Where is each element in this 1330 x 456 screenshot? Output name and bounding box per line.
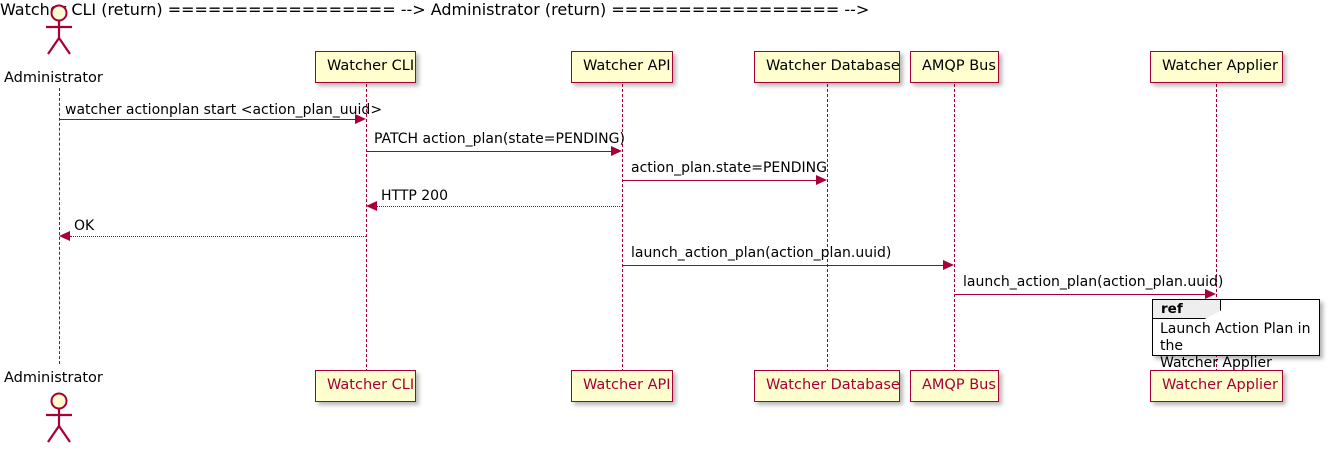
ref-fragment-box: ref Launch Action Plan in the Watcher Ap… <box>1152 299 1320 371</box>
message-line-7 <box>954 294 1205 295</box>
message-line-2 <box>366 151 611 152</box>
message-label-patch-action-plan: PATCH action_plan(state=PENDING) <box>374 131 625 147</box>
lifeline-watcher-database <box>827 84 828 372</box>
message-arrowhead-4 <box>366 201 377 211</box>
lifeline-watcher-applier <box>1216 84 1217 372</box>
lifeline-watcher-cli <box>366 84 367 372</box>
lifeline-amqp-bus <box>954 84 955 372</box>
participant-watcher-api-top[interactable]: Watcher API <box>571 51 673 83</box>
message-label-launch-action-plan-bus: launch_action_plan(action_plan.uuid) <box>963 274 1224 290</box>
message-label-launch-action-plan-api: launch_action_plan(action_plan.uuid) <box>631 245 892 261</box>
actor-stick-figure-icon <box>46 392 72 443</box>
participant-watcher-api-bottom[interactable]: Watcher API <box>571 370 673 402</box>
participant-watcher-database-top[interactable]: Watcher Database <box>754 51 900 83</box>
lifeline-watcher-api <box>622 84 623 372</box>
message-line-1 <box>59 119 355 120</box>
message-line-4 <box>377 206 622 207</box>
message-line-5 <box>70 236 366 237</box>
actor-administrator-bottom <box>36 392 82 444</box>
message-arrowhead-7 <box>1205 289 1216 299</box>
message-label-action-plan-state-pending: action_plan.state=PENDING <box>631 160 827 176</box>
message-label-watcher-actionplan-start: watcher actionplan start <action_plan_uu… <box>65 102 383 118</box>
message-arrowhead-1 <box>355 114 366 124</box>
message-label-http-200: HTTP 200 <box>381 188 448 204</box>
actor-label-administrator-top: Administrator <box>4 70 103 86</box>
message-arrowhead-2 <box>611 146 622 156</box>
participant-amqp-bus-top[interactable]: AMQP Bus <box>910 51 999 83</box>
message-arrowhead-5 <box>59 231 70 241</box>
message-line-3 <box>622 180 816 181</box>
ref-fragment-text: Launch Action Plan in the Watcher Applie… <box>1160 321 1311 371</box>
actor-administrator-top <box>36 4 82 56</box>
participant-watcher-cli-bottom[interactable]: Watcher CLI <box>315 370 416 402</box>
participant-watcher-database-bottom[interactable]: Watcher Database <box>754 370 900 402</box>
actor-label-administrator-bottom: Administrator <box>4 370 103 386</box>
actor-stick-figure-icon <box>46 4 72 55</box>
message-label-ok: OK <box>74 218 95 234</box>
message-line-6 <box>622 265 943 266</box>
lifeline-administrator <box>59 88 60 364</box>
message-arrowhead-3 <box>816 175 827 185</box>
participant-amqp-bus-bottom[interactable]: AMQP Bus <box>910 370 999 402</box>
ref-fragment-keyword-tab: ref <box>1153 300 1221 319</box>
participant-watcher-applier-top[interactable]: Watcher Applier <box>1150 51 1283 83</box>
participant-watcher-cli-top[interactable]: Watcher CLI <box>315 51 416 83</box>
participant-watcher-applier-bottom[interactable]: Watcher Applier <box>1150 370 1283 402</box>
message-arrowhead-6 <box>943 260 954 270</box>
